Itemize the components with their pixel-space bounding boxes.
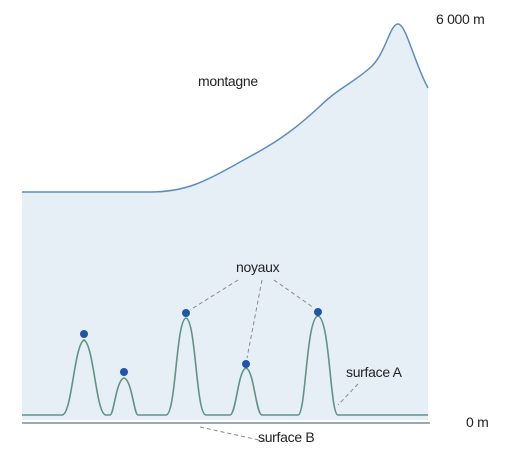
top-altitude-label: 6 000 m <box>436 11 485 27</box>
surface-a-line <box>22 315 428 416</box>
leader-surface-a <box>337 383 359 406</box>
nucleus-dot-icon <box>182 309 190 317</box>
surface-b-label: surface B <box>258 429 314 445</box>
nucleus-dot-icon <box>120 368 128 376</box>
bottom-altitude-label: 0 m <box>466 414 488 430</box>
leader-surface-b <box>199 426 269 443</box>
nucleus-dot-icon <box>314 308 322 316</box>
nuclei-label: noyaux <box>236 259 280 275</box>
leader-lines <box>189 279 359 443</box>
leader-noyaux-1 <box>189 279 239 311</box>
surface-a-label: surface A <box>346 364 403 380</box>
leader-noyaux-2 <box>246 279 263 359</box>
mountain-outline <box>22 23 429 193</box>
leader-noyaux-3 <box>273 279 315 309</box>
nucleus-dot-icon <box>80 330 88 338</box>
nucleus-dot-icon <box>242 360 250 368</box>
mountain-label: montagne <box>198 73 258 89</box>
nuclei-group <box>80 308 322 376</box>
mountain-area <box>22 24 428 420</box>
